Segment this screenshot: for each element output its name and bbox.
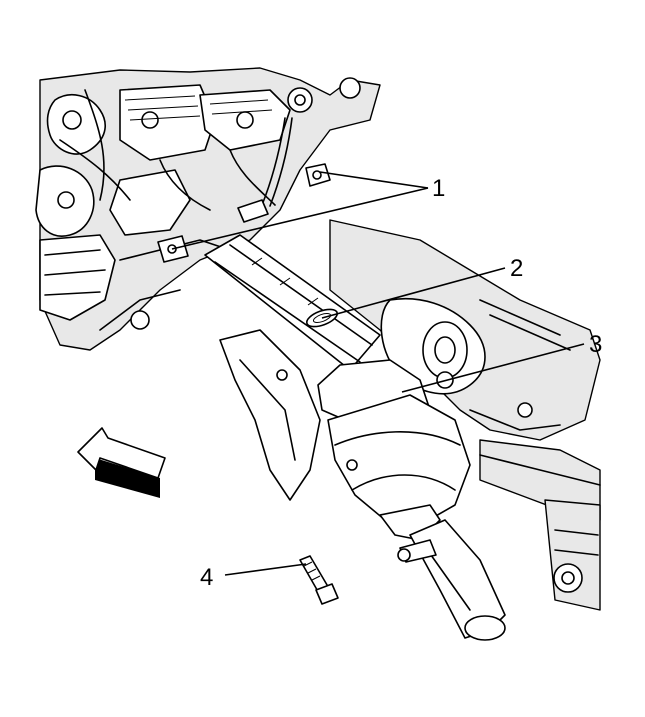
transmission-housing — [329, 219, 601, 441]
leader-1a — [319, 171, 429, 189]
heat-shield — [219, 329, 321, 501]
sensor-wire — [237, 117, 293, 223]
leader-4 — [224, 563, 307, 576]
callout-2: 2 — [510, 255, 523, 282]
catalytic-converter — [317, 359, 506, 641]
leader-2 — [321, 267, 506, 319]
callout-3: 3 — [589, 331, 602, 358]
leader-lines — [171, 171, 585, 576]
leader-1b — [171, 187, 429, 250]
engine-block — [35, 67, 381, 351]
callout-1: 1 — [432, 175, 445, 202]
frame-crossmember — [479, 439, 601, 611]
exhaust-pipe-upstream — [204, 234, 381, 371]
callout-4: 4 — [200, 564, 213, 591]
leader-3 — [401, 343, 585, 393]
mounting-bolt — [299, 555, 339, 605]
mounting-bracket-upper — [305, 163, 331, 187]
front-direction-arrow-icon — [77, 427, 166, 498]
